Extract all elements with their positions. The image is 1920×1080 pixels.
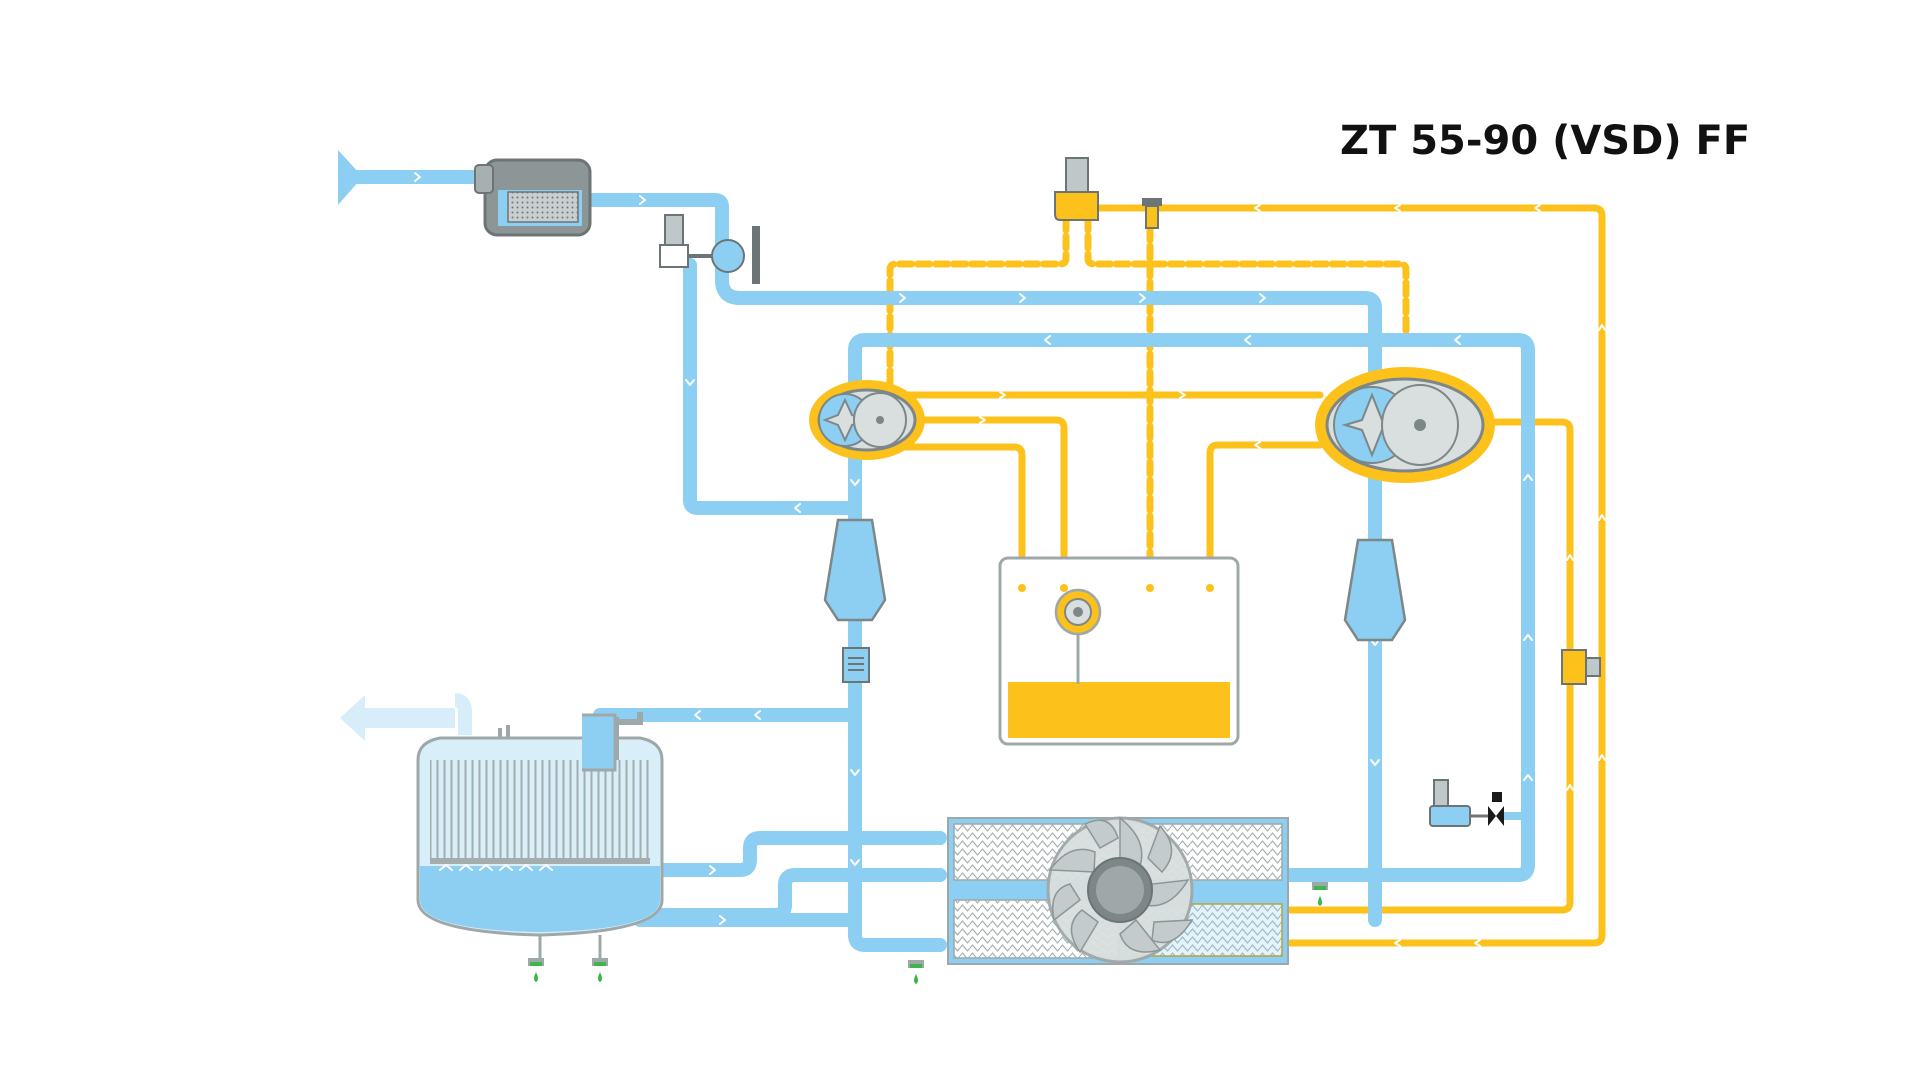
oil-sump <box>998 556 1240 746</box>
oil-hp-stage-low <box>1206 441 1324 589</box>
air-inlet-horn <box>338 150 360 205</box>
oil-thermostatic-valve <box>1054 157 1099 221</box>
dryer-drum-element <box>430 760 650 860</box>
inlet-throttle-valve <box>659 214 760 284</box>
diagram-title: ZT 55-90 (VSD) FF <box>1340 118 1751 164</box>
oil-lp-stage-mid <box>901 416 1068 559</box>
dryer-vessel <box>416 712 664 958</box>
cooling-fan <box>1046 816 1194 964</box>
unloader-valve <box>1429 779 1528 827</box>
air-filter <box>474 158 592 237</box>
air-interstage-top <box>1283 333 1535 882</box>
air-cooler-to-dryer-b <box>633 868 947 922</box>
air-outlet-arrow <box>340 693 472 741</box>
hp-pulsation-damper <box>823 518 887 622</box>
air-hp-to-aftercooler <box>848 388 947 952</box>
hp-compressor-element <box>809 380 925 460</box>
lp-compressor-element <box>1315 367 1495 483</box>
air-filter-outlet <box>583 193 1382 402</box>
condensate-drains <box>528 882 1328 984</box>
oil-filter <box>1561 649 1601 685</box>
check-valve <box>842 647 870 683</box>
oil-main-loop <box>1091 204 1606 947</box>
air-cooler-to-dryer-a <box>633 831 947 877</box>
air-bypass <box>683 258 862 515</box>
oil-breather-valve <box>1142 198 1162 229</box>
air-hp-inlet <box>848 333 1372 402</box>
air-flow-arrows <box>414 172 1533 925</box>
oil-lp-stage-low <box>901 443 1026 559</box>
oil-supply-left <box>886 214 1070 399</box>
oil-flow-arrows <box>979 204 1606 947</box>
oil-supply-right <box>1084 214 1410 339</box>
lp-pulsation-damper <box>1343 538 1407 642</box>
air-circuit <box>338 170 1535 952</box>
